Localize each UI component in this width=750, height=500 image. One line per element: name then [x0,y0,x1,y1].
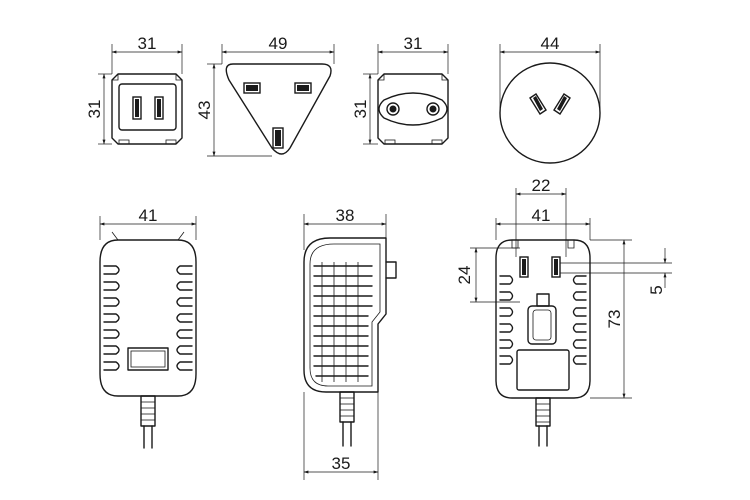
us-plug-width-label: 31 [138,34,157,53]
au-plug-view: 44 [499,34,601,164]
uk-plug-width-label: 49 [269,34,288,53]
front-width-label: 41 [139,206,158,225]
eu-plug-view: 31 31 [351,34,449,145]
us-plug-view: 31 31 [85,34,183,145]
eu-plug-height-label: 31 [351,100,370,119]
back-pin-spacing-label: 22 [532,176,551,195]
back-width-label: 41 [532,206,551,225]
front-label-window [127,347,169,371]
side-plug-pin [385,261,397,279]
back-pin-thickness-label: 5 [647,285,666,294]
side-cable [339,391,355,447]
adapter-back-view: 22 41 24 5 73 [455,176,672,447]
back-pin-length-label: 24 [455,266,474,285]
uk-plug-height-label: 43 [195,101,214,120]
us-plug-height-label: 31 [85,100,104,119]
side-ribs [313,262,373,382]
back-latch [527,293,557,345]
front-cable [140,395,156,449]
side-bottom-depth-label: 35 [332,454,351,473]
uk-plug-view: 49 43 [195,34,335,157]
adapter-front-view: 41 [99,206,197,449]
adapter-side-view: 38 35 [303,206,397,480]
back-left-vents [499,275,514,365]
back-label-window [516,349,570,391]
eu-plug-width-label: 31 [404,34,423,53]
side-top-depth-label: 38 [336,206,355,225]
au-plug-diameter-label: 44 [541,34,560,53]
back-cable [535,397,551,447]
front-right-vents [176,265,193,371]
back-height-label: 73 [605,310,624,329]
back-right-vents [572,275,587,365]
front-left-vents [103,265,120,371]
